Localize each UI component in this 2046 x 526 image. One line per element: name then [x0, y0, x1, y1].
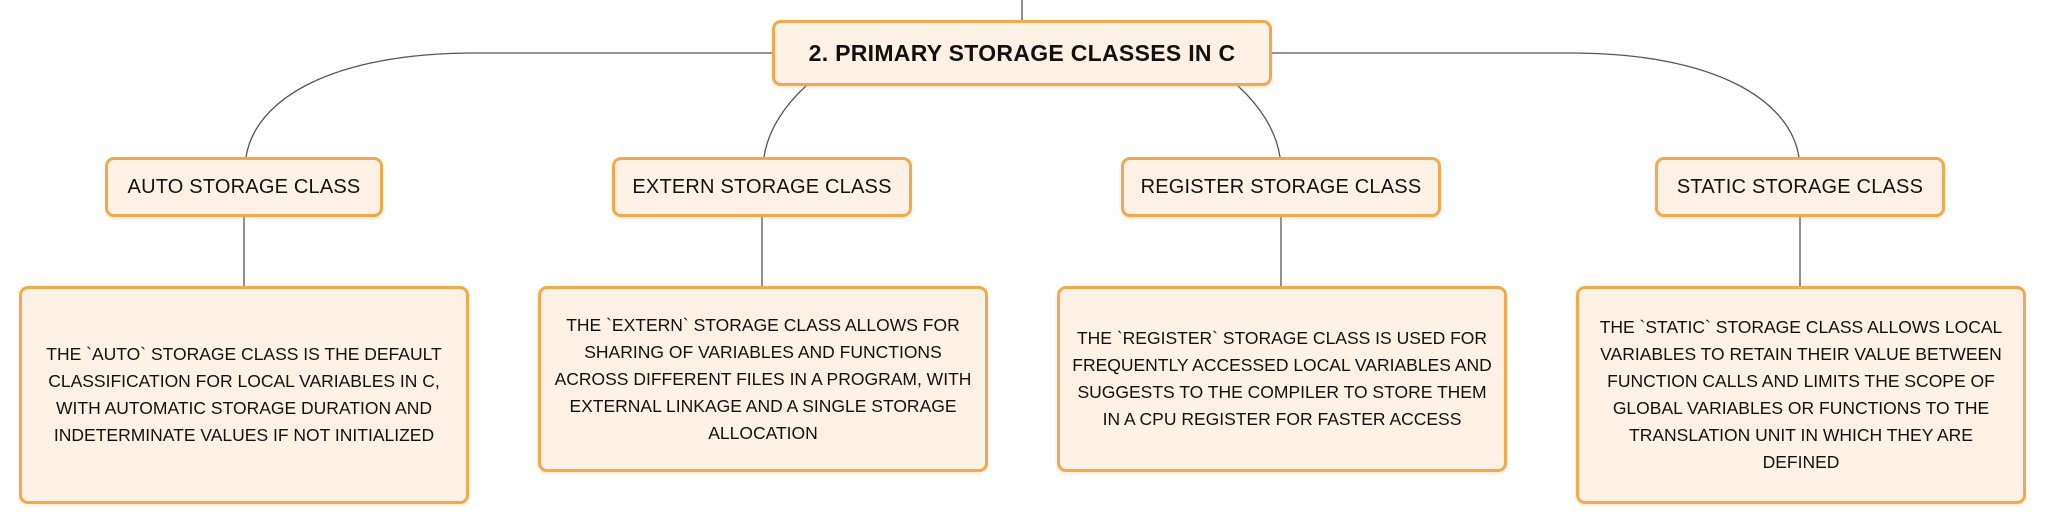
register-description-text: THE `REGISTER` STORAGE CLASS IS USED FOR…	[1072, 328, 1492, 429]
auto-description-node: THE `AUTO` STORAGE CLASS IS THE DEFAULT …	[19, 286, 469, 504]
static-storage-class-title: STATIC STORAGE CLASS	[1676, 175, 1924, 198]
connector-root-to-static	[1272, 52, 1800, 158]
extern-storage-class-title: EXTERN STORAGE CLASS	[632, 175, 892, 198]
extern-description-node: THE `EXTERN` STORAGE CLASS ALLOWS FOR SH…	[538, 286, 988, 472]
extern-description-text: THE `EXTERN` STORAGE CLASS ALLOWS FOR SH…	[554, 314, 972, 443]
static-storage-class-node: STATIC STORAGE CLASS	[1655, 157, 1945, 217]
root-node: 2. PRIMARY STORAGE CLASSES IN C	[772, 20, 1272, 86]
connector-root-to-extern	[763, 85, 807, 158]
auto-storage-class-title: AUTO STORAGE CLASS	[127, 175, 361, 198]
register-storage-class-node: REGISTER STORAGE CLASS	[1121, 157, 1441, 217]
auto-storage-class-node: AUTO STORAGE CLASS	[105, 157, 383, 217]
extern-storage-class-node: EXTERN STORAGE CLASS	[612, 157, 912, 217]
auto-description-text: THE `AUTO` STORAGE CLASS IS THE DEFAULT …	[46, 344, 442, 445]
register-storage-class-title: REGISTER STORAGE CLASS	[1140, 175, 1422, 198]
connector-root-to-auto	[245, 52, 772, 158]
connector-root-to-register	[1237, 85, 1281, 158]
static-description-node: THE `STATIC` STORAGE CLASS ALLOWS LOCAL …	[1576, 286, 2026, 504]
register-description-node: THE `REGISTER` STORAGE CLASS IS USED FOR…	[1057, 286, 1507, 472]
root-label: 2. PRIMARY STORAGE CLASSES IN C	[808, 39, 1236, 66]
static-description-text: THE `STATIC` STORAGE CLASS ALLOWS LOCAL …	[1599, 317, 2003, 472]
